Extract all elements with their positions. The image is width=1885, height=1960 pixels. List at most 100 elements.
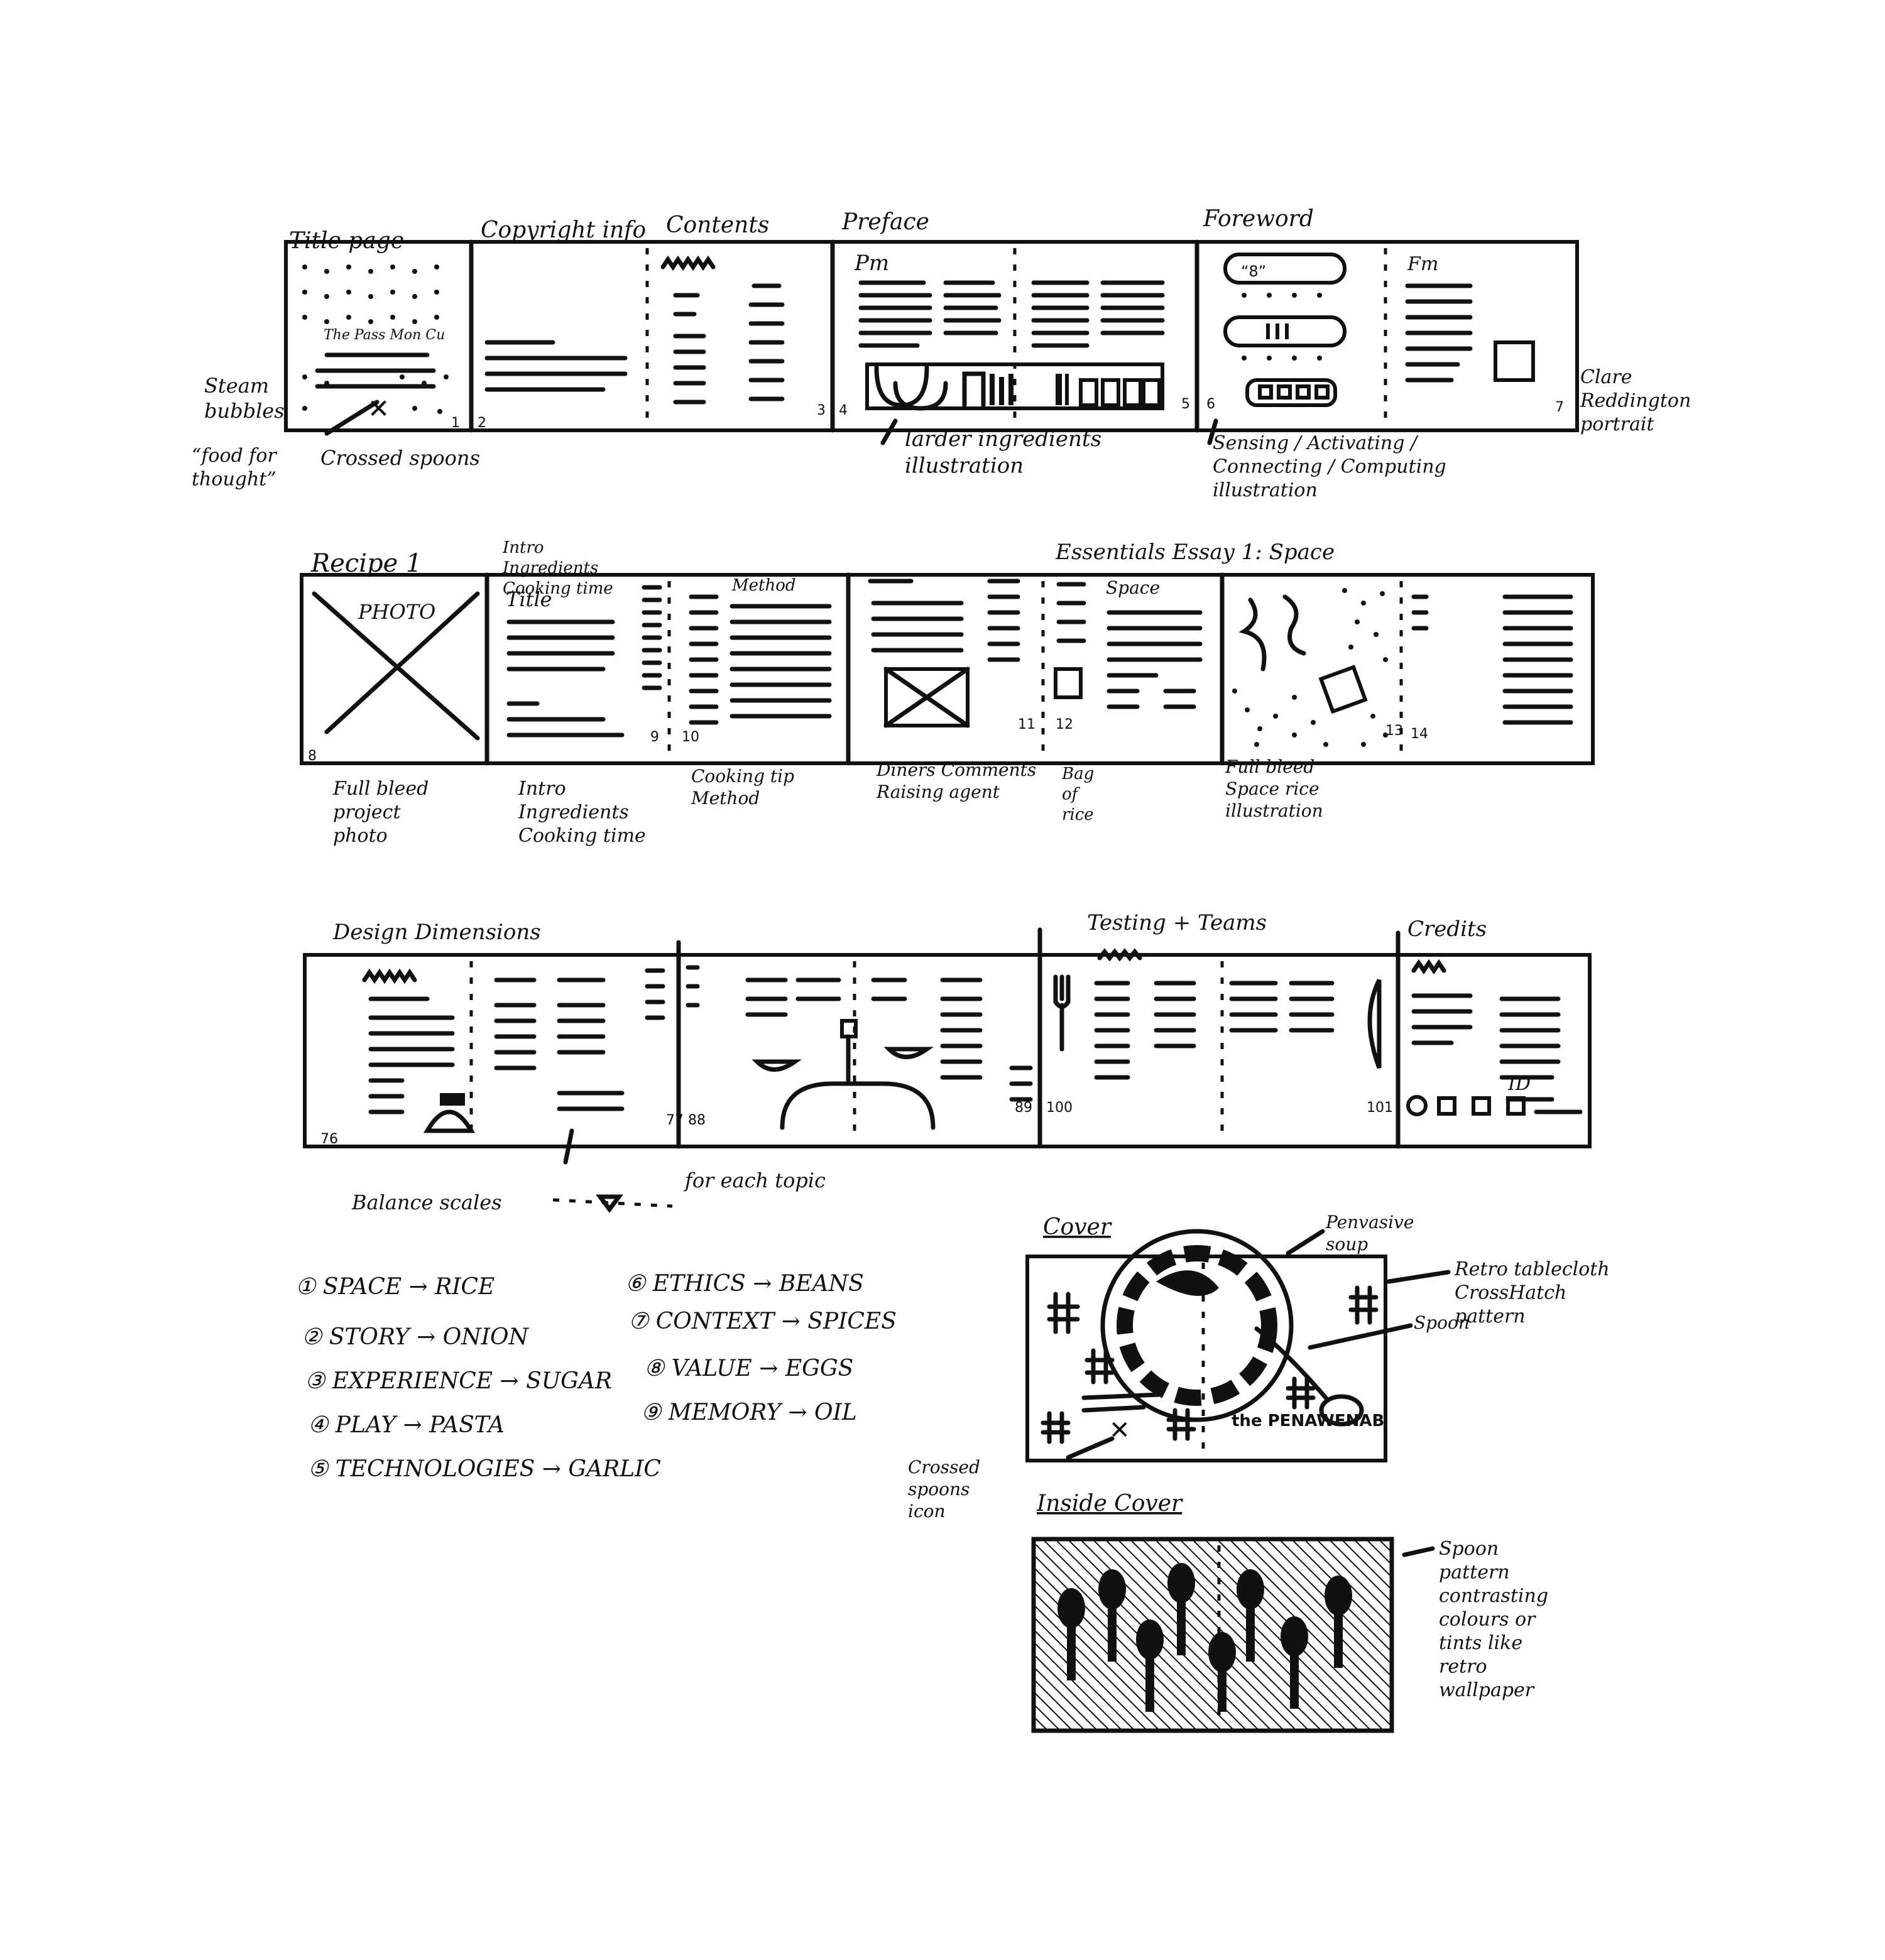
svg-text:4: 4 xyxy=(839,403,848,418)
note-for-each-topic: for each topic xyxy=(684,1168,826,1192)
topic-item: ⑧ VALUE → EGGS xyxy=(644,1356,853,1381)
fork-icon xyxy=(1053,974,1071,1052)
svg-text:88: 88 xyxy=(688,1113,706,1128)
row-2-frame xyxy=(300,573,1595,765)
svg-text:7: 7 xyxy=(1555,400,1564,415)
svg-text:100: 100 xyxy=(1046,1100,1073,1116)
heading-copyright-info: Copyright info xyxy=(481,217,646,243)
topic-item: ② STORY → ONION xyxy=(302,1324,529,1350)
topic-item: ④ PLAY → PASTA xyxy=(308,1412,505,1438)
heading-foreword: Foreword xyxy=(1203,206,1314,232)
heading-cover: Cover xyxy=(1043,1214,1112,1240)
spoon-pattern xyxy=(1057,1563,1352,1712)
knife-icon xyxy=(1367,979,1382,1069)
photo-label: PHOTO xyxy=(358,600,435,624)
heading-testing-teams: Testing + Teams xyxy=(1087,910,1267,935)
inside-cover-frame xyxy=(1031,1537,1394,1733)
activating-icon-bar xyxy=(1223,315,1347,347)
svg-text:6: 6 xyxy=(1206,396,1215,412)
svg-text:5: 5 xyxy=(1181,396,1190,412)
heading-recipe-1: Recipe 1 xyxy=(310,549,422,578)
sensing-icon-bar xyxy=(1223,253,1347,285)
svg-text:101: 101 xyxy=(1367,1100,1393,1116)
credits-id: ID xyxy=(1507,1073,1531,1095)
svg-text:1: 1 xyxy=(451,415,460,431)
portrait-placeholder xyxy=(1494,340,1535,382)
svg-text:89: 89 xyxy=(1015,1100,1032,1116)
preface-heading: Pm xyxy=(854,251,889,276)
svg-text:10: 10 xyxy=(682,729,699,745)
note-sensing: Sensing / Activating /Connecting / Compu… xyxy=(1213,432,1446,501)
computing-icon-bar xyxy=(1245,378,1337,407)
heading-preface: Preface xyxy=(841,209,929,235)
note-crossed-spoons: Crossed spoons xyxy=(320,446,480,470)
foreword-name: Fm xyxy=(1407,253,1438,275)
row-3-frame xyxy=(303,953,1592,1148)
balance-scale-legend xyxy=(552,1194,673,1213)
diners-photo-placeholder xyxy=(884,667,970,727)
space-rice-illustration xyxy=(1232,588,1388,747)
topic-item: ① SPACE → RICE xyxy=(295,1274,494,1300)
method-label: Method xyxy=(731,576,796,595)
cover-title: the PENAWENAB xyxy=(1232,1412,1384,1430)
heading-title-page: Title page xyxy=(289,228,404,254)
larder-illustration xyxy=(865,362,1164,410)
row-1-frame xyxy=(284,240,1579,432)
svg-text:“8”: “8” xyxy=(1241,263,1266,280)
topic-item: ⑤ TECHNOLOGIES → GARLIC xyxy=(308,1456,661,1482)
topic-item: ⑦ CONTEXT → SPICES xyxy=(628,1309,897,1334)
svg-text:14: 14 xyxy=(1411,726,1428,742)
svg-text:2: 2 xyxy=(478,415,486,431)
heading-design-dimensions: Design Dimensions xyxy=(332,920,541,945)
spread-row-3: Design Dimensions Testing + Teams Credit… xyxy=(303,910,1592,1214)
svg-text:8: 8 xyxy=(308,748,317,764)
svg-text:11: 11 xyxy=(1018,717,1035,732)
spread-row-1: Title page Copyright info Contents Prefa… xyxy=(192,206,1691,501)
connecting-dots xyxy=(1242,293,1322,361)
svg-text:12: 12 xyxy=(1056,717,1073,732)
heading-inside-cover: Inside Cover xyxy=(1036,1491,1183,1516)
svg-text:3: 3 xyxy=(817,403,826,418)
svg-text:77: 77 xyxy=(666,1113,684,1128)
recipe-title: Title xyxy=(506,587,552,611)
title-block: The Pass Mon Cu xyxy=(324,327,445,343)
crossed-spoons-icon: ✕ xyxy=(368,393,390,424)
space-label: Space xyxy=(1106,577,1160,598)
spoon-icon xyxy=(1254,1326,1328,1400)
note-spoon: Spoon xyxy=(1414,1312,1470,1333)
topic-item: ③ EXPERIENCE → SUGAR xyxy=(305,1368,612,1394)
svg-text:76: 76 xyxy=(320,1131,338,1147)
bag-of-rice-icon xyxy=(1054,667,1083,699)
crosshatch-pattern xyxy=(1041,1285,1379,1444)
steam-bubbles-pattern xyxy=(302,264,449,414)
note-balance-scales: Balance scales xyxy=(351,1190,502,1214)
topic-item: ⑥ ETHICS → BEANS xyxy=(625,1271,864,1297)
topic-item: ⑨ MEMORY → OIL xyxy=(641,1400,857,1425)
topic-list: ① SPACE → RICE ② STORY → ONION ③ EXPERIE… xyxy=(295,1271,897,1482)
heading-essay-1: Essentials Essay 1: Space xyxy=(1055,540,1335,565)
heading-contents: Contents xyxy=(666,212,769,238)
ingredients-column xyxy=(642,585,662,690)
svg-text:13: 13 xyxy=(1385,723,1403,739)
balance-scales-illustration xyxy=(751,1019,936,1130)
scale-icon xyxy=(423,1093,476,1133)
svg-text:9: 9 xyxy=(650,729,659,745)
heading-credits: Credits xyxy=(1407,917,1487,942)
